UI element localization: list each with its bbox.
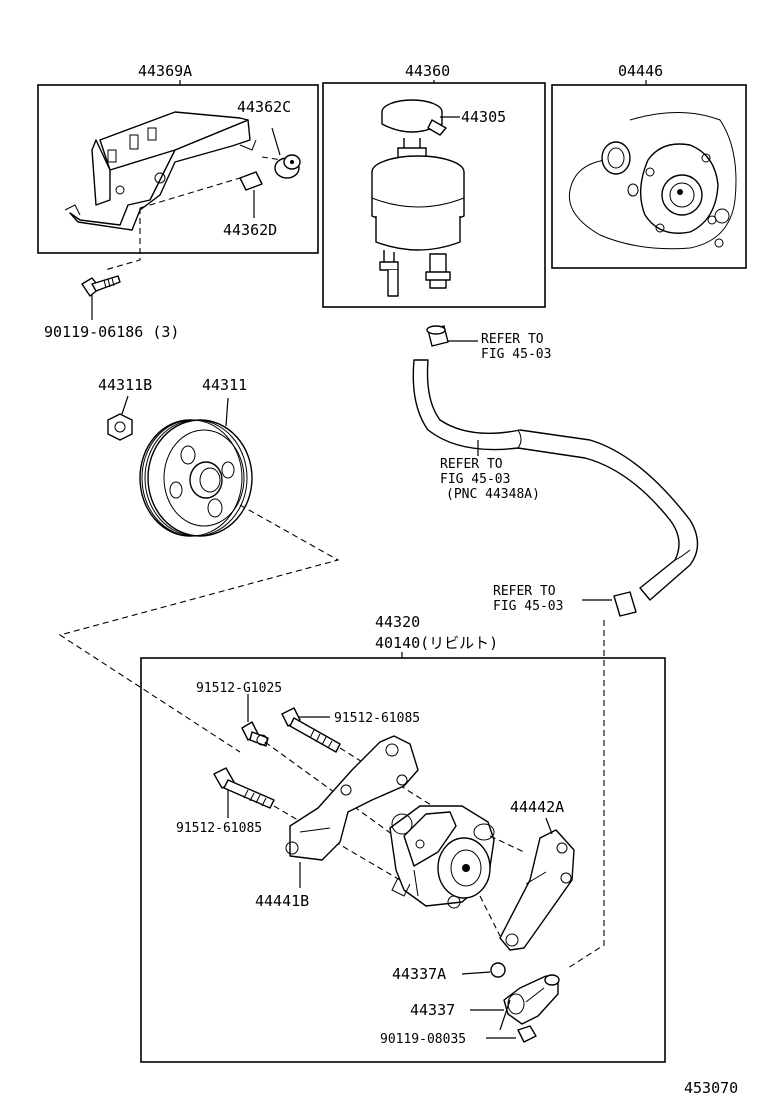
bolt-icon xyxy=(281,707,341,753)
nut-icon xyxy=(107,413,133,441)
label-44442A: 44442A xyxy=(510,798,564,816)
label-44360: 44360 xyxy=(405,62,450,80)
reservoir-icon xyxy=(371,99,465,297)
label-90119-06186: 90119-06186 (3) xyxy=(44,323,179,341)
label-44311B: 44311B xyxy=(98,376,152,394)
pulley-icon xyxy=(139,419,253,537)
gasket-kit-icon xyxy=(568,112,737,250)
label-44362D: 44362D xyxy=(223,221,277,239)
figure-number: 453070 xyxy=(684,1079,738,1097)
bracket-group-box xyxy=(37,84,319,254)
label-44441B: 44441B xyxy=(255,892,309,910)
label-44305: 44305 xyxy=(461,108,506,126)
label-44369A: 44369A xyxy=(138,62,192,80)
bracket-icon xyxy=(64,111,257,231)
union-icon xyxy=(503,974,560,1025)
label-refer-2-line2: FIG 45-03 xyxy=(440,472,510,487)
label-44311: 44311 xyxy=(202,376,247,394)
bolt-icon xyxy=(241,721,269,747)
label-90119-08035: 90119-08035 xyxy=(380,1032,466,1047)
label-44337: 44337 xyxy=(410,1001,455,1019)
label-44337A: 44337A xyxy=(392,965,446,983)
label-refer-3-line2: FIG 45-03 xyxy=(493,599,563,614)
label-91512-G1025: 91512-G1025 xyxy=(196,681,282,696)
label-91512-61085-b: 91512-61085 xyxy=(176,821,262,836)
pin-icon xyxy=(239,171,263,191)
label-refer-1-line1: REFER TO xyxy=(481,332,544,347)
label-refer-2-line3: (PNC 44348A) xyxy=(446,487,540,502)
label-refer-3-line1: REFER TO xyxy=(493,584,556,599)
hose-icon xyxy=(412,359,699,601)
bolt-icon xyxy=(213,767,275,809)
clamp-icon xyxy=(613,591,637,617)
bolt-icon xyxy=(81,275,121,297)
label-04446: 04446 xyxy=(618,62,663,80)
stay-icon xyxy=(499,829,575,951)
pump-icon xyxy=(389,805,495,909)
label-refer-1-line2: FIG 45-03 xyxy=(481,347,551,362)
label-91512-61085-a: 91512-61085 xyxy=(334,711,420,726)
label-44362C: 44362C xyxy=(237,98,291,116)
clamp-icon xyxy=(426,325,449,347)
collar-icon xyxy=(274,154,301,179)
label-refer-2-line1: REFER TO xyxy=(440,457,503,472)
label-40140: 40140(リビルト) xyxy=(375,634,498,652)
gasket-kit-group-box xyxy=(551,84,747,269)
bracket-icon xyxy=(285,735,419,861)
o-ring-icon xyxy=(490,962,506,978)
label-44320: 44320 xyxy=(375,613,420,631)
pump-assembly-group-box xyxy=(140,657,666,1063)
bolt-icon xyxy=(517,1025,537,1043)
